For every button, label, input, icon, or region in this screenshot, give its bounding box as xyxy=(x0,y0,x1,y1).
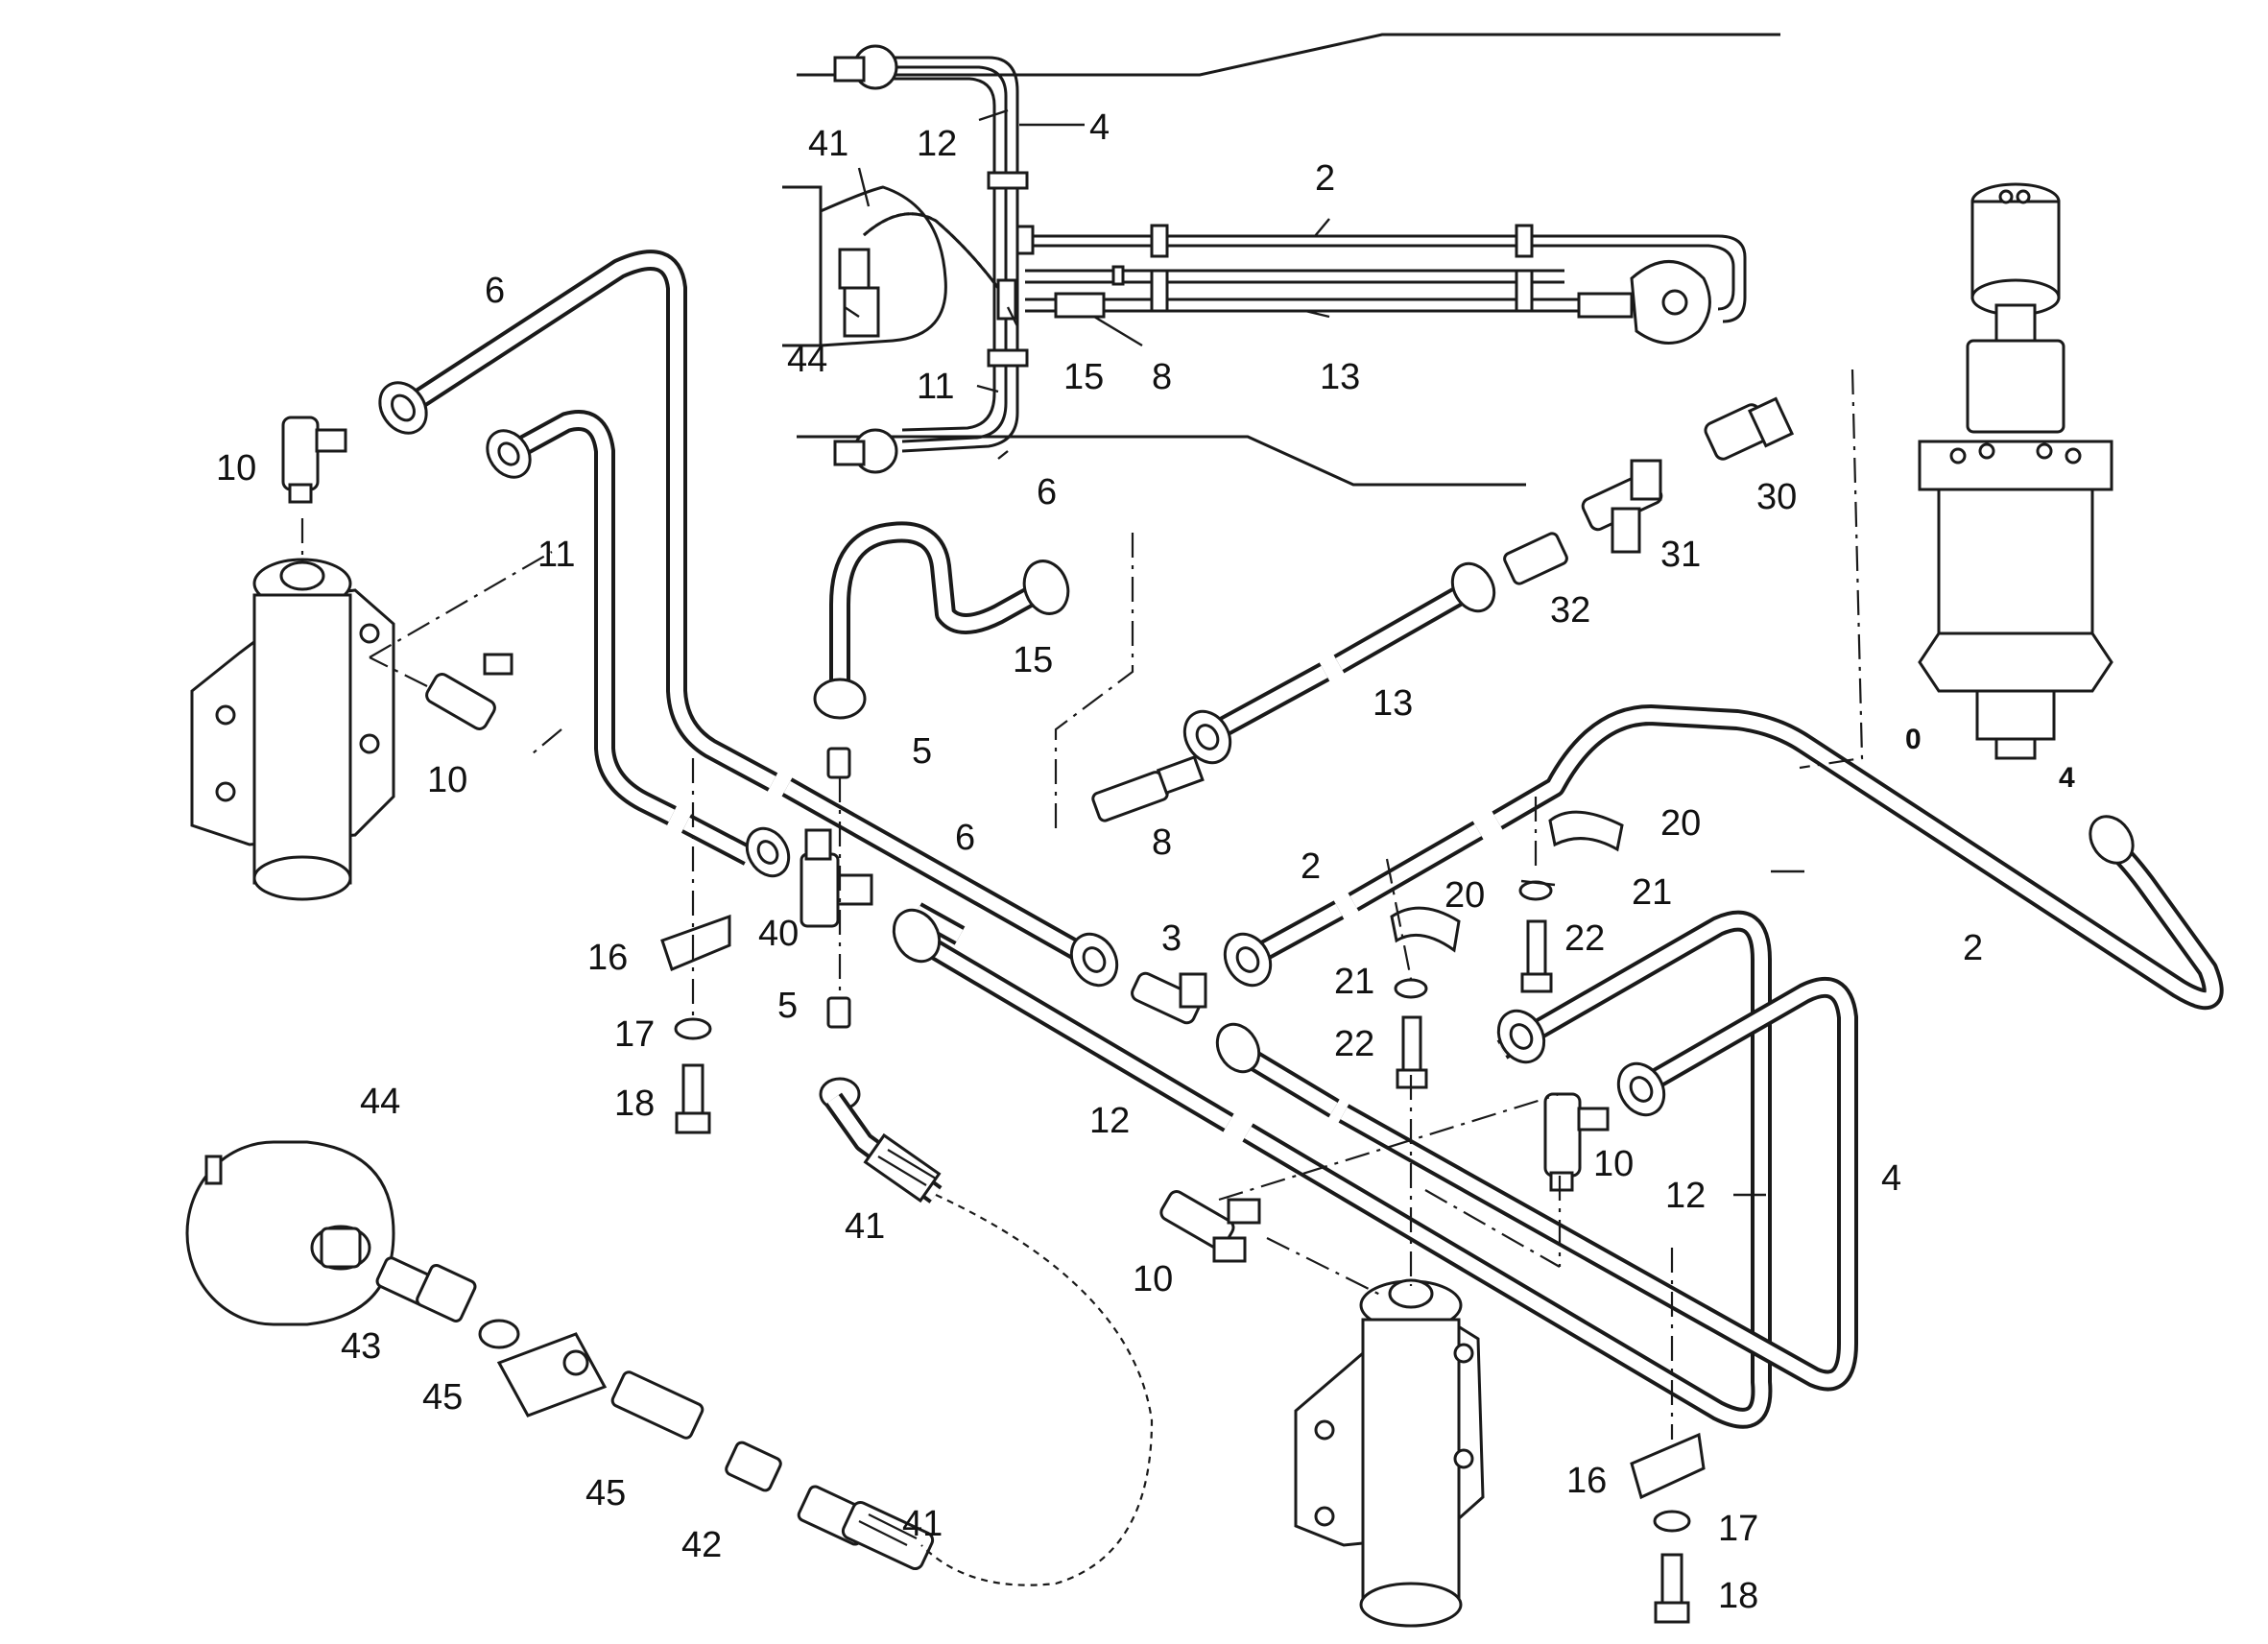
callout-label: 45 xyxy=(422,1377,463,1418)
callout-label: 41 xyxy=(808,124,848,164)
elbow-fitting-10-right xyxy=(1543,1092,1610,1192)
callout-label: 12 xyxy=(1089,1101,1130,1141)
callout-label: 41 xyxy=(845,1206,885,1247)
accumulator-44 xyxy=(185,1140,395,1326)
callout-label: 12 xyxy=(1665,1176,1706,1216)
callout-label: 5 xyxy=(777,986,798,1026)
callout-label: 20 xyxy=(1444,875,1485,916)
callout-label: 11 xyxy=(537,535,575,575)
pipe-nuts xyxy=(378,381,2135,1117)
straight-nipple-8 xyxy=(1091,755,1205,822)
callout-labels: 4 12 41 2 44 11 15 8 13 6 6 10 11 10 15 … xyxy=(216,107,2075,1616)
callout-label: 45 xyxy=(585,1473,626,1513)
callout-label: 43 xyxy=(341,1326,381,1367)
leader-lines xyxy=(1520,870,1804,1197)
brake-cylinder-bottom xyxy=(1294,1278,1485,1628)
callout-label: 16 xyxy=(587,938,628,978)
elbow-fitting-10-left xyxy=(425,653,513,730)
pipe-12 xyxy=(906,910,1773,1429)
brake-valve-assembly xyxy=(1918,182,2113,760)
clamp-16-right xyxy=(1630,1432,1706,1624)
pipe-11 xyxy=(508,410,754,866)
callout-label: 12 xyxy=(917,124,957,164)
callout-label: 8 xyxy=(1152,822,1172,863)
callout-label: 41 xyxy=(902,1504,943,1544)
callout-label: 10 xyxy=(427,760,467,800)
callout-label: 21 xyxy=(1334,962,1374,1002)
callout-label: 3 xyxy=(1161,918,1182,959)
callout-label: 42 xyxy=(681,1525,722,1565)
clamp-16-left xyxy=(660,914,731,1134)
pipe-13 xyxy=(1213,581,1474,739)
callout-label: 22 xyxy=(1334,1024,1374,1064)
elbow-hose-41-middle xyxy=(824,1092,943,1203)
callout-label: 21 xyxy=(1632,872,1672,913)
callout-label: 22 xyxy=(1564,918,1605,959)
callout-label: 20 xyxy=(1660,803,1701,844)
callout-label: 13 xyxy=(1320,357,1360,397)
callout-label: 8 xyxy=(1152,357,1172,397)
callout-label: 18 xyxy=(614,1084,655,1124)
callout-label: 11 xyxy=(917,367,954,407)
callout-label: 2 xyxy=(1315,158,1335,199)
center-lines xyxy=(300,369,1864,1586)
callout-label: 6 xyxy=(1037,472,1057,512)
tee-fitting-10-center xyxy=(1159,1190,1261,1263)
fittings-30-31-32 xyxy=(1503,396,1795,585)
callout-label: 0 xyxy=(1905,724,1922,755)
elbow-fitting-10-top-left xyxy=(281,416,347,504)
callout-label: 10 xyxy=(216,448,256,488)
callout-label: 40 xyxy=(758,914,799,954)
callout-label: 10 xyxy=(1593,1144,1634,1184)
callout-label: 17 xyxy=(1718,1509,1758,1549)
callout-label: 2 xyxy=(1963,928,1983,968)
callout-label: 32 xyxy=(1550,590,1590,631)
pipe-6 xyxy=(406,250,1090,965)
callout-label: 10 xyxy=(1133,1259,1173,1299)
inset-overview xyxy=(782,33,1780,487)
callout-label: 13 xyxy=(1373,683,1413,724)
brake-cylinder-left xyxy=(190,558,395,901)
callout-label: 17 xyxy=(614,1014,655,1055)
pipe-2 xyxy=(1242,704,2224,1011)
callout-label: 15 xyxy=(1063,357,1104,397)
cross-fitting-40 xyxy=(800,828,873,928)
callout-label: 44 xyxy=(360,1082,400,1122)
callout-label: 4 xyxy=(2059,762,2075,794)
callout-label: 6 xyxy=(485,271,505,311)
nipple-5 xyxy=(826,747,851,1029)
callout-label: 18 xyxy=(1718,1576,1758,1616)
callout-label: 16 xyxy=(1566,1461,1607,1501)
callout-label: 4 xyxy=(1089,107,1110,148)
callout-label: 31 xyxy=(1660,535,1701,575)
callout-label: 4 xyxy=(1881,1158,1901,1199)
callout-label: 6 xyxy=(955,818,975,858)
callout-label: 30 xyxy=(1756,477,1797,517)
callout-label: 5 xyxy=(912,731,932,772)
fittings-42-43-45 xyxy=(375,1256,935,1571)
callout-label: 2 xyxy=(1301,846,1321,887)
callout-label: 15 xyxy=(1013,640,1053,680)
callout-label: 44 xyxy=(787,340,827,380)
pipe-15 xyxy=(829,521,1047,686)
tee-fitting-3 xyxy=(1131,971,1207,1025)
